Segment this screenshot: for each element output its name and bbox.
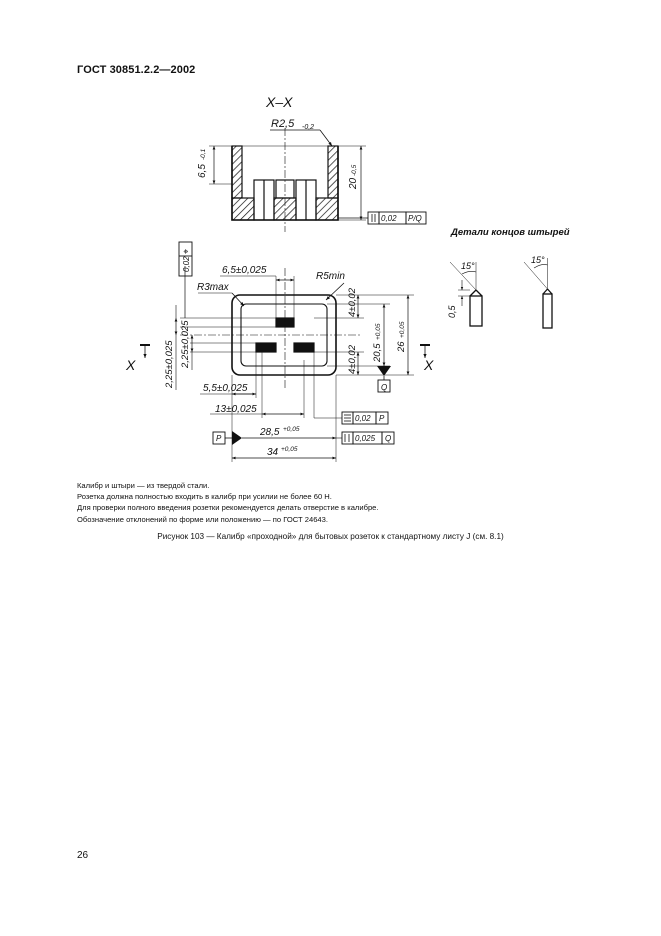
notes-block: Калибр и штыри — из твердой стали. Розет… [77,480,379,525]
radius-tol: -0,2 [302,124,314,131]
section-mark-left: X [125,357,136,373]
section-label: X–X [265,94,293,110]
datum-q-label: Q [381,383,387,392]
note-line: Обозначение отклонений по форме или поло… [77,514,328,524]
dim-28-5: 28,5 [259,427,280,438]
angle-b: 15° [531,255,545,265]
dim-20-5: 20,5 [372,343,383,363]
dim-4-bottom: 4±0,02 [347,344,358,374]
frame-parallel-value: 0,02 [381,214,397,223]
note-line: Калибр и штыри — из твердой стали. [77,481,210,490]
height-right-label: 20 [348,177,359,190]
dim-13: 13±0,025 [215,404,257,415]
note-line: Для проверки полного введения розетки ре… [77,503,379,513]
plan-view [140,266,430,462]
r-max-label: R3max [197,282,230,293]
section-view: X–X R2,5 -0 [209,94,427,232]
pos-tolerance-symbol: ⌖ [181,249,191,254]
angle-a: 15° [461,261,475,271]
dim-26-tol: +0,05 [399,321,406,338]
dim-2-25-a: 2,25±0,025 [164,340,175,389]
r-min-label: R5min [316,271,345,282]
note-line: Розетка должна полностью входить в калиб… [77,492,332,502]
dim-5-5: 5,5±0,025 [203,383,248,394]
page-number: 26 [77,850,89,861]
dim-0-5: 0,5 [447,304,457,318]
dim-20-5-tol: +0,05 [375,323,382,340]
dim-34: 34 [267,447,279,458]
height-left-label: 6,5 [197,164,208,178]
dim-4-top: 4±0,02 [347,287,358,317]
radius-label: R2,5 [271,118,295,130]
dim-width-top: 6,5±0,025 [222,265,267,276]
details-title: Детали концов штырей [450,227,570,238]
detail-view [449,258,553,329]
frame-sym-value: 0,02 [355,414,371,423]
frame-parallel-ref: P/Q [408,214,422,223]
datum-p-label: P [216,434,222,443]
height-right-tol: -0,5 [351,164,358,176]
figure-caption: Рисунок 103 — Калибр «проходной» для быт… [157,532,504,541]
frame-perp-value: 0,025 [355,434,376,443]
dim-34-tol: +0,05 [281,446,298,453]
dim-28-5-tol: +0,05 [283,426,300,433]
frame-sym-ref: P [379,414,385,423]
pos-tolerance-frame: ⌖ 0,02 [178,241,193,277]
section-mark-right: X [423,357,434,373]
frame-perp-ref: Q [385,434,391,443]
dim-2-25-b: 2,25±0,025 [180,320,191,369]
standard-header: ГОСТ 30851.2.2—2002 [77,64,196,76]
dim-26: 26 [396,341,407,353]
pos-tolerance-value: 0,02 [182,256,191,272]
height-left-tol: -0,1 [200,148,207,160]
